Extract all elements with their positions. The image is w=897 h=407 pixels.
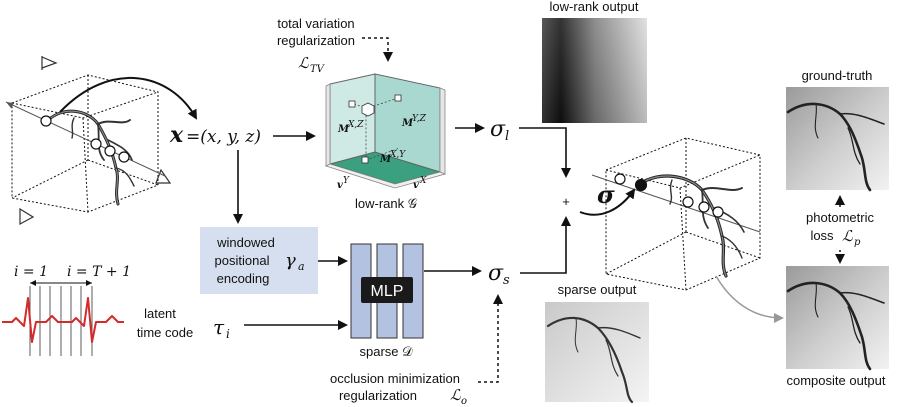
svg-text:M: M bbox=[379, 154, 392, 165]
loss-label: loss bbox=[810, 228, 834, 243]
vector-vy-label: v Y bbox=[337, 176, 350, 191]
ecg-waveform bbox=[2, 297, 124, 343]
vessel-tree-left bbox=[42, 109, 135, 206]
svg-text:p: p bbox=[854, 237, 861, 248]
sparse-d-label: sparse 𝒟 bbox=[359, 344, 413, 359]
plane-myz-label: M Y,Z bbox=[401, 114, 427, 129]
svg-text:ℒ: ℒ bbox=[842, 227, 854, 245]
loss-tv-label: ℒ TV bbox=[298, 54, 326, 75]
svg-text:TV: TV bbox=[310, 64, 326, 75]
low-rank-output-label: low-rank output bbox=[550, 0, 639, 14]
ray-sample-points-left bbox=[40, 115, 130, 163]
windowed-positional-encoding-box: windowed positional encoding γ a bbox=[200, 227, 318, 294]
svg-text:M: M bbox=[337, 124, 350, 135]
input-volume-cube bbox=[11, 74, 159, 213]
arrow-sigma-l-to-plus bbox=[519, 127, 571, 178]
svg-text:X,Y: X,Y bbox=[389, 150, 406, 160]
sparse-output-label: sparse output bbox=[558, 282, 637, 297]
tau-i-symbol: τ i bbox=[213, 315, 230, 341]
gamma-a-subscript: a bbox=[298, 260, 305, 273]
ray-sample-points-right bbox=[614, 173, 724, 218]
gamma-a-symbol: γ bbox=[285, 250, 296, 271]
windowed-label: windowed bbox=[216, 235, 275, 250]
encoding-label: encoding bbox=[217, 271, 270, 286]
sigma-symbol: σ bbox=[597, 180, 615, 209]
low-rank-planes bbox=[324, 73, 447, 189]
low-rank-output-image bbox=[542, 18, 647, 123]
plane-mxz-label: M X,Z bbox=[337, 120, 364, 135]
dashed-arrow-tv bbox=[362, 37, 393, 62]
curved-arrow-to-x bbox=[59, 77, 197, 120]
regularization-label-tv: regularization bbox=[277, 33, 355, 48]
sparse-output-image bbox=[545, 302, 649, 404]
svg-text:σ: σ bbox=[490, 117, 506, 142]
composite-output-image bbox=[786, 266, 889, 371]
gray-arrow-to-composite bbox=[715, 275, 784, 323]
x-coordinates: =(x, y, z) bbox=[186, 127, 261, 147]
photometric-label: photometric bbox=[806, 210, 874, 225]
arrow-sigma-s-to-plus bbox=[520, 216, 571, 274]
latent-label: latent bbox=[144, 306, 176, 321]
x-bold-symbol: x bbox=[169, 122, 184, 148]
output-volume-cube bbox=[605, 137, 761, 291]
i-equals-T-plus-1-label: i = T + 1 bbox=[67, 264, 131, 280]
loss-p-label: ℒ p bbox=[842, 227, 861, 248]
svg-text:σ: σ bbox=[488, 261, 504, 286]
positional-label: positional bbox=[215, 253, 270, 268]
svg-text:ℒ: ℒ bbox=[298, 54, 310, 72]
svg-text:v: v bbox=[413, 180, 419, 191]
svg-text:τ: τ bbox=[213, 315, 225, 339]
loss-o-label: ℒ o bbox=[450, 386, 467, 407]
occlusion-minimization-label: occlusion minimization bbox=[330, 371, 460, 386]
camera-icon-bottom bbox=[19, 207, 35, 226]
plus-sign: + bbox=[562, 194, 570, 209]
sigma-l-label: σ l bbox=[490, 117, 509, 144]
svg-text:i: i bbox=[226, 327, 230, 341]
low-rank-g-label: low-rank 𝒢 bbox=[355, 196, 417, 211]
composite-output-label: composite output bbox=[786, 373, 885, 388]
ground-truth-image bbox=[786, 87, 889, 192]
total-variation-label: total variation bbox=[277, 16, 354, 31]
curved-arrow-sigma-to-cube bbox=[579, 188, 636, 216]
i-equals-1-label: i = 1 bbox=[14, 264, 48, 280]
ray-line-left bbox=[5, 101, 166, 177]
time-code-label: time code bbox=[137, 325, 193, 340]
svg-text:ℒ: ℒ bbox=[450, 386, 462, 404]
camera-icon-right bbox=[155, 168, 172, 184]
svg-text:M: M bbox=[401, 118, 414, 129]
ecg-window-arrow bbox=[30, 280, 92, 286]
vessel-tree-right bbox=[638, 174, 745, 278]
svg-text:Y,Z: Y,Z bbox=[412, 114, 427, 124]
camera-icon-top bbox=[41, 56, 58, 70]
svg-text:o: o bbox=[461, 396, 467, 407]
vector-vx-label: v X bbox=[413, 176, 427, 191]
sigma-s-label: σ s bbox=[488, 261, 510, 288]
mlp-block: MLP bbox=[350, 243, 424, 339]
dashed-arrow-occlusion bbox=[478, 294, 503, 383]
svg-text:v: v bbox=[337, 180, 343, 191]
svg-text:X: X bbox=[419, 176, 427, 186]
plane-mxy-label: M X,Y bbox=[379, 150, 406, 165]
svg-text:X,Z: X,Z bbox=[347, 120, 364, 130]
regularization-label-o: regularization bbox=[339, 388, 417, 403]
svg-text:Y: Y bbox=[343, 176, 350, 186]
svg-text:s: s bbox=[503, 273, 510, 288]
ground-truth-label: ground-truth bbox=[802, 68, 873, 83]
mlp-label: MLP bbox=[371, 283, 404, 300]
svg-text:l: l bbox=[505, 129, 509, 144]
